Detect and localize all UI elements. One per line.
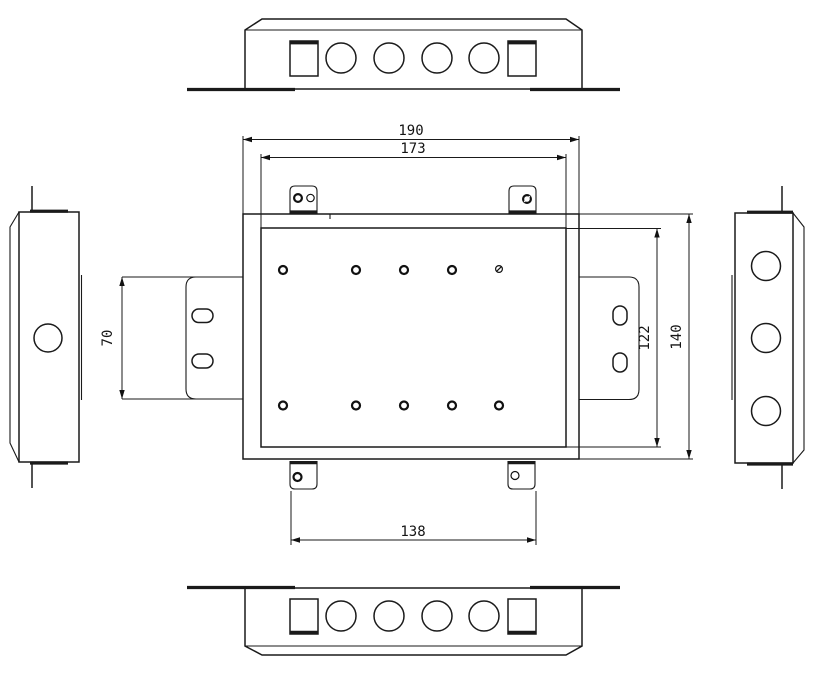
dimension-mounting-hole-span: 138 bbox=[290, 491, 537, 545]
round-knockout bbox=[373, 600, 405, 632]
square-knockout bbox=[289, 40, 319, 77]
plate-hole bbox=[398, 400, 410, 411]
plate-hole bbox=[446, 400, 458, 411]
cover-plate bbox=[260, 227, 567, 448]
round-knockout bbox=[750, 250, 782, 282]
dimension-label: 70 bbox=[100, 330, 116, 347]
round-knockout bbox=[325, 600, 357, 632]
tab-hole-open bbox=[306, 193, 315, 203]
mounting-tab-bottom-right bbox=[507, 461, 536, 490]
arrowhead bbox=[570, 136, 579, 143]
mounting-tab-bottom-left bbox=[289, 461, 318, 490]
round-knockout bbox=[33, 323, 63, 353]
slot-hole bbox=[191, 353, 214, 369]
right-side-view bbox=[731, 186, 805, 489]
plate-hole-slash bbox=[495, 265, 503, 273]
arrowhead bbox=[291, 537, 300, 543]
dimension-label: 122 bbox=[637, 325, 653, 350]
arrowhead bbox=[243, 136, 252, 143]
round-knockout bbox=[750, 322, 782, 354]
plate-hole bbox=[398, 264, 410, 276]
arrowhead bbox=[686, 214, 692, 223]
dimension-cover-height: 122 bbox=[566, 228, 661, 448]
round-knockout bbox=[421, 600, 453, 632]
mounting-tab-top-right bbox=[508, 185, 537, 214]
round-knockout bbox=[373, 42, 405, 74]
round-knockout bbox=[468, 42, 500, 74]
dimension-label: 140 bbox=[669, 324, 685, 349]
plate-hole bbox=[350, 400, 362, 411]
round-knockout bbox=[750, 395, 782, 427]
round-knockout bbox=[421, 42, 453, 74]
dimension-label: 138 bbox=[400, 524, 425, 540]
dimension-overall-height: 140 bbox=[579, 213, 693, 460]
tab-hole-slashed bbox=[521, 194, 532, 205]
square-knockout bbox=[507, 40, 537, 77]
left-view-chamfer bbox=[9, 211, 20, 463]
right-view-chamfer bbox=[792, 212, 805, 464]
plate-hole bbox=[446, 264, 458, 276]
left-bracket-edge bbox=[185, 276, 197, 400]
top-view-outline bbox=[244, 18, 583, 89]
slot-hole bbox=[191, 308, 214, 324]
dimension-cover-width: 173 bbox=[260, 141, 567, 228]
arrowhead bbox=[686, 450, 692, 459]
arrowhead bbox=[527, 537, 536, 543]
bottom-view-outline bbox=[244, 588, 583, 656]
plate-holes-top-row bbox=[277, 264, 504, 276]
arrowhead bbox=[261, 154, 270, 161]
tab-hole-slash bbox=[523, 195, 531, 203]
arrowhead bbox=[557, 154, 566, 161]
tab-hole-filled bbox=[292, 471, 303, 483]
arrowhead bbox=[119, 390, 125, 399]
mounting-tab-top-left bbox=[289, 185, 318, 214]
plate-hole bbox=[350, 264, 362, 276]
left-side-view bbox=[9, 186, 83, 488]
plate-hole-slashed bbox=[495, 265, 504, 274]
slot-hole bbox=[612, 352, 628, 373]
arrowhead bbox=[654, 228, 660, 238]
arrowhead bbox=[119, 277, 125, 286]
round-knockout bbox=[325, 42, 357, 74]
bottom-view bbox=[187, 585, 620, 656]
plate-hole bbox=[277, 400, 289, 411]
plate-hole bbox=[493, 400, 505, 411]
back-plate bbox=[242, 213, 580, 460]
round-knockout bbox=[468, 600, 500, 632]
dimension-label: 190 bbox=[398, 123, 423, 139]
plate-holes-bottom-row bbox=[277, 400, 505, 411]
dimension-overall-width: 190 bbox=[242, 123, 580, 214]
top-view bbox=[187, 18, 620, 92]
left-arm bbox=[122, 276, 243, 400]
arrowhead bbox=[654, 438, 660, 447]
front-view bbox=[122, 185, 640, 490]
dimension-side-arm-height: 70 bbox=[100, 277, 125, 399]
slot-hole bbox=[612, 305, 628, 326]
plate-hole bbox=[277, 264, 289, 276]
tab-hole-filled bbox=[293, 193, 304, 204]
tab-hole-open bbox=[510, 470, 520, 481]
right-bracket bbox=[579, 276, 640, 401]
dimension-label: 173 bbox=[400, 141, 425, 157]
right-bracket-edge bbox=[579, 276, 640, 401]
